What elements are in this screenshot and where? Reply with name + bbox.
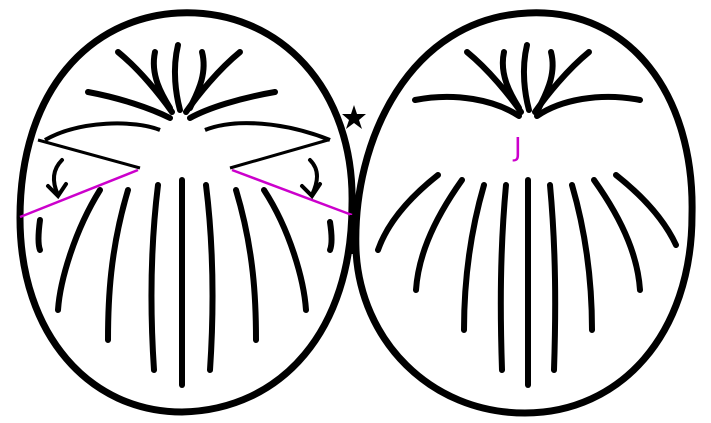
arrow-down-icon	[48, 160, 66, 196]
arrow-down-icon	[302, 160, 320, 196]
right-top-stripes	[415, 45, 640, 116]
right-shape-label: J	[512, 133, 522, 163]
left-body-stripes	[39, 180, 332, 385]
left-fold-lines	[38, 140, 328, 168]
left-top-stripes	[88, 45, 275, 118]
left-arcs	[45, 123, 330, 140]
star-icon	[342, 105, 366, 129]
right-body-stripes	[378, 175, 676, 385]
left-shape-outline	[20, 13, 352, 412]
left-highlight-lines	[20, 170, 352, 217]
